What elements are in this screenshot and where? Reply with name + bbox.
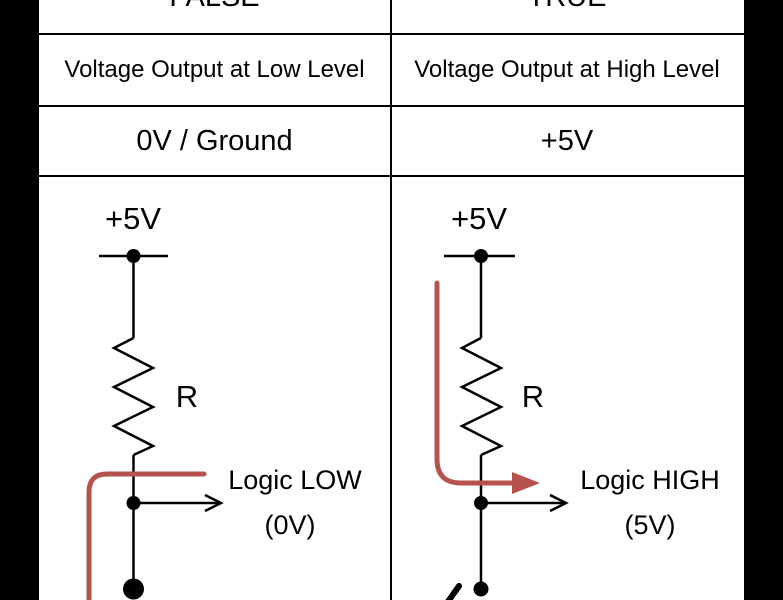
voltage-value-cell-high: +5V: [392, 107, 742, 175]
true-current-arrowhead: [512, 472, 540, 494]
true-resistor-symbol: [459, 336, 504, 457]
false-output-arrowhead: [204, 493, 224, 513]
voltage-desc-low: Voltage Output at Low Level: [64, 56, 365, 83]
false-switch-contact-dot: [123, 578, 144, 600]
true-circuit: +5V R Logic HIGH (5V): [434, 201, 720, 600]
voltage-value-low: 0V / Ground: [136, 124, 293, 157]
voltage-value-cell-low: 0V / Ground: [39, 107, 392, 175]
voltage-desc-high: Voltage Output at High Level: [414, 56, 720, 83]
false-supply-label: +5V: [105, 201, 161, 236]
true-output-voltage: (5V): [624, 510, 675, 540]
true-current-path: [434, 280, 518, 486]
true-switch-lever: [445, 583, 462, 600]
truth-table: FALSE TRUE Voltage Output at Low Level V…: [37, 0, 746, 600]
voltage-value-high: +5V: [540, 124, 594, 157]
true-output-label: Logic HIGH: [580, 465, 720, 495]
false-current-path: [86, 471, 207, 600]
table-row-voltage-value: 0V / Ground +5V: [39, 105, 744, 175]
true-label: TRUE: [528, 0, 607, 14]
true-resistor-label: R: [522, 379, 544, 414]
header-cell-true: TRUE: [392, 0, 742, 33]
false-label: FALSE: [169, 0, 259, 14]
table-row-header: FALSE TRUE: [39, 0, 744, 33]
true-output-arrowhead: [549, 493, 569, 513]
true-switch-contact-dot: [473, 581, 489, 597]
false-output-label: Logic LOW: [228, 465, 362, 495]
table-row-circuits: [39, 175, 744, 600]
false-output-voltage: (0V): [264, 510, 315, 540]
false-circuit: +5V R Logic LOW (0V): [86, 201, 362, 600]
false-resistor-symbol: [111, 336, 156, 457]
false-resistor-label: R: [176, 379, 198, 414]
table-row-voltage-description: Voltage Output at Low Level Voltage Outp…: [39, 33, 744, 105]
voltage-desc-cell-high: Voltage Output at High Level: [392, 35, 742, 105]
voltage-desc-cell-low: Voltage Output at Low Level: [39, 35, 392, 105]
header-cell-false: FALSE: [39, 0, 392, 33]
true-supply-label: +5V: [451, 201, 507, 236]
circuit-cell-false: [39, 177, 392, 600]
